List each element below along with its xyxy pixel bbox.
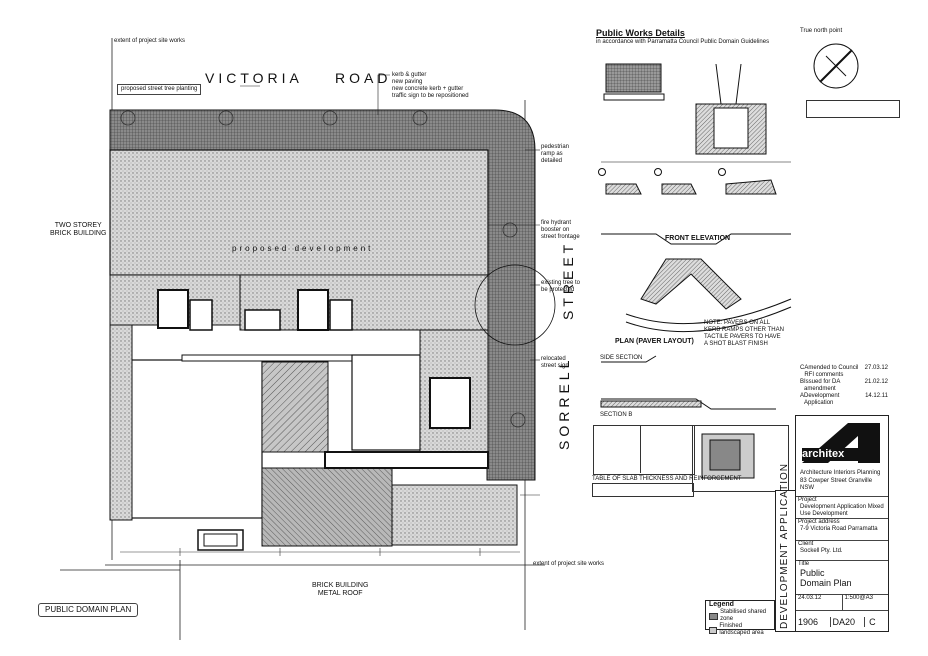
kerb-ramp-detail <box>701 433 755 479</box>
legend-item: Stabilised shared zone <box>709 609 774 623</box>
landscape-area-1 <box>261 361 329 453</box>
firm-name: architex <box>802 448 845 460</box>
brick-building-label: BRICK BUILDING METAL ROOF <box>312 582 369 597</box>
slab-table <box>592 483 694 497</box>
client-row: Client Sockell Pty. Ltd. <box>796 540 888 561</box>
side-section-label: SIDE SECTION <box>600 355 643 361</box>
building-wing-east <box>239 274 489 331</box>
street-label-victoria-2: ROAD <box>335 70 392 86</box>
front-elevation-label: FRONT ELEVATION <box>665 235 731 242</box>
drawing-number-row: 1906 DA20 C <box>796 610 888 632</box>
extent-label-bottom: extent of project site works <box>533 561 605 567</box>
sorrell-note-3: existing tree to be protected <box>541 280 581 293</box>
slab-table-title: TABLE OF SLAB THICKNESS AND REINFORCEMEN… <box>592 476 742 482</box>
extent-label-top: extent of project site works <box>114 38 186 44</box>
core-1 <box>157 289 189 329</box>
tree-canopy <box>474 264 556 346</box>
two-storey-label: TWO STOREY BRICK BUILDING <box>50 222 107 237</box>
scale-row: 24.03.12 1:500@A3 <box>796 594 888 611</box>
sorrell-note-2: fire hydrant booster on street frontage <box>541 220 580 240</box>
address-row: Project address 7-9 Victoria Road Parram… <box>796 518 888 541</box>
north-arrow-icon <box>813 43 859 89</box>
victoria-notes: kerb & gutter new paving new concrete ke… <box>392 72 469 99</box>
firm-line: Architecture Interiors Planning <box>800 470 881 476</box>
legend-swatch-icon <box>709 612 719 620</box>
legend-item: Finished landscaped area <box>709 623 774 637</box>
title-row: Title Public Domain Plan <box>796 560 888 595</box>
street-label-victoria-1: VICTORIA <box>205 70 303 86</box>
drawing-title: Public Domain Plan <box>800 568 852 588</box>
drawing-number: DA20 <box>831 616 866 627</box>
project-row: Project Development Application Mixed Us… <box>796 496 888 519</box>
core-2 <box>297 289 329 331</box>
street-label-sorrell-1: SORRELL <box>556 356 572 450</box>
legend-box: Legend Stabilised shared zone Finished l… <box>705 600 775 636</box>
slab-spec-box-1 <box>593 425 695 475</box>
plan-layout-label: PLAN (PAVER LAYOUT) <box>615 338 694 345</box>
details-title: Public Works Details <box>596 28 685 38</box>
sorrell-note-4: relocated street sign <box>541 356 569 369</box>
north-label: True north point <box>800 28 843 34</box>
firm-address: 83 Cowper Street Granville NSW <box>800 478 873 491</box>
paver-note: NOTE: PAVERS ON ALL KERB RAMPS OTHER THA… <box>704 320 784 347</box>
landscape-area-3 <box>391 484 518 546</box>
slab-spec-box-2 <box>692 425 789 492</box>
proposed-development-label: proposed development <box>232 244 374 253</box>
architex-logo-icon <box>802 423 880 463</box>
section-b-label: SECTION B <box>600 412 633 418</box>
legend-title: Legend <box>709 601 734 608</box>
revision-letter: C <box>869 616 876 627</box>
street-tree-label: proposed street tree planting <box>117 84 202 95</box>
job-number: 1906 <box>796 616 831 627</box>
vertical-label-box: DEVELOPMENT APPLICATION <box>775 463 797 632</box>
details-subtitle: in accordance with Parramatta Council Pu… <box>596 39 770 45</box>
details-drawings <box>598 63 792 410</box>
north-note <box>806 100 900 118</box>
landscape-area-2 <box>261 467 393 547</box>
development-application-label: DEVELOPMENT APPLICATION <box>779 462 790 629</box>
legend-swatch-icon <box>709 626 718 634</box>
courtyard <box>129 359 263 519</box>
sorrell-note-1: pedestrian ramp as detailed <box>541 144 570 164</box>
building-footprint <box>109 149 489 276</box>
title-block: architex Architecture Interiors Planning… <box>795 415 889 632</box>
public-domain-plan-label: PUBLIC DOMAIN PLAN <box>38 603 139 617</box>
